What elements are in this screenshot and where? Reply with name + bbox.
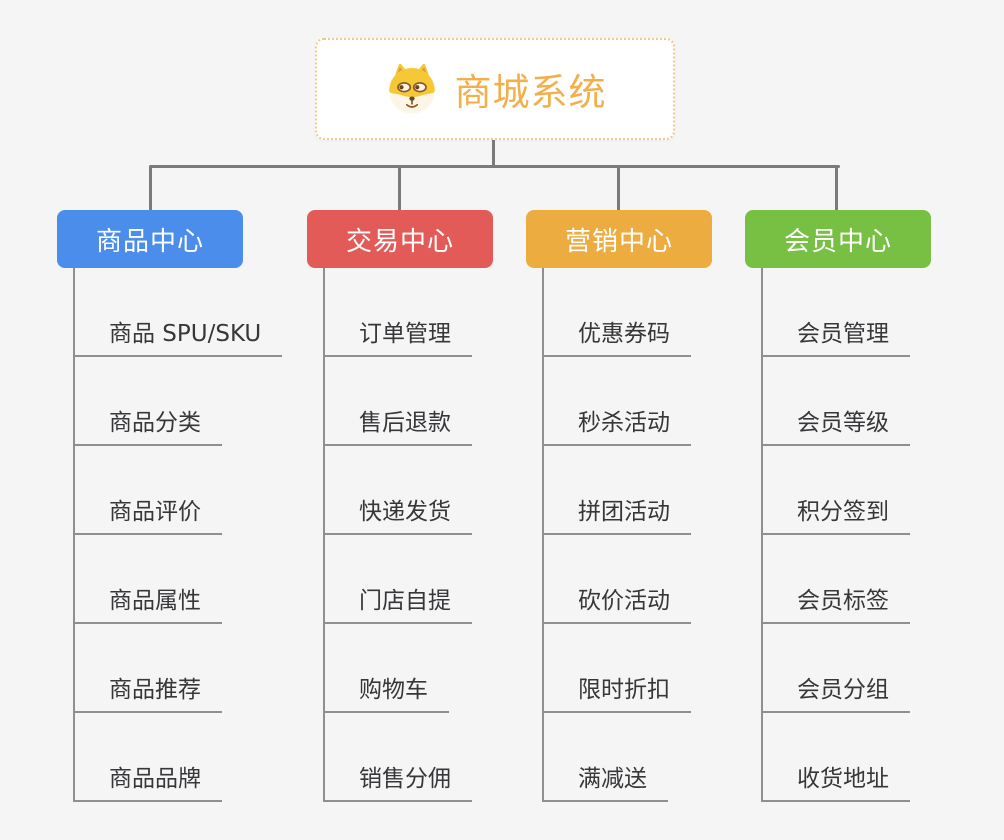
leaf-item[interactable]: 销售分佣 <box>325 713 472 802</box>
leaf-item[interactable]: 快递发货 <box>325 446 472 535</box>
branch-header-trade-center[interactable]: 交易中心 <box>307 210 493 268</box>
leaf-item[interactable]: 商品推荐 <box>75 624 222 713</box>
leaf-item[interactable]: 商品分类 <box>75 357 222 446</box>
branch-header-product-center[interactable]: 商品中心 <box>57 210 243 268</box>
branch-marketing-center: 营销中心 优惠券码秒杀活动拼团活动砍价活动限时折扣满减送 <box>526 210 712 802</box>
root-title: 商城系统 <box>454 71 607 114</box>
leaf-item[interactable]: 拼团活动 <box>544 446 691 535</box>
branch-trade-center: 交易中心 订单管理售后退款快递发货门店自提购物车销售分佣 <box>307 210 493 802</box>
branch-children: 会员管理会员等级积分签到会员标签会员分组收货地址 <box>761 268 910 802</box>
branch-header-member-center[interactable]: 会员中心 <box>745 210 931 268</box>
connector-drop <box>398 166 401 210</box>
branch-children: 优惠券码秒杀活动拼团活动砍价活动限时折扣满减送 <box>542 268 691 802</box>
branch-header-marketing-center[interactable]: 营销中心 <box>526 210 712 268</box>
leaf-item[interactable]: 收货地址 <box>763 713 910 802</box>
leaf-item[interactable]: 会员标签 <box>763 535 910 624</box>
leaf-item[interactable]: 门店自提 <box>325 535 472 624</box>
dog-face-icon <box>384 61 440 117</box>
leaf-item[interactable]: 满减送 <box>544 713 668 802</box>
branch-member-center: 会员中心 会员管理会员等级积分签到会员标签会员分组收货地址 <box>745 210 931 802</box>
connector-drop <box>835 166 838 210</box>
connector-root-drop <box>492 140 495 167</box>
leaf-item[interactable]: 限时折扣 <box>544 624 691 713</box>
leaf-item[interactable]: 秒杀活动 <box>544 357 691 446</box>
connector-drop <box>149 166 152 210</box>
leaf-item[interactable]: 商品属性 <box>75 535 222 624</box>
leaf-item[interactable]: 会员管理 <box>763 268 910 357</box>
branch-children: 订单管理售后退款快递发货门店自提购物车销售分佣 <box>323 268 472 802</box>
leaf-item[interactable]: 会员分组 <box>763 624 910 713</box>
leaf-item[interactable]: 售后退款 <box>325 357 472 446</box>
leaf-item[interactable]: 订单管理 <box>325 268 472 357</box>
leaf-item[interactable]: 砍价活动 <box>544 535 691 624</box>
leaf-item[interactable]: 购物车 <box>325 624 449 713</box>
leaf-item[interactable]: 商品 SPU/SKU <box>75 268 283 357</box>
leaf-item[interactable]: 商品品牌 <box>75 713 222 802</box>
leaf-item[interactable]: 商品评价 <box>75 446 222 535</box>
connector-drop <box>617 166 620 210</box>
leaf-item[interactable]: 积分签到 <box>763 446 910 535</box>
leaf-item[interactable]: 会员等级 <box>763 357 910 446</box>
root-node[interactable]: 商城系统 <box>315 38 675 140</box>
connector-bus <box>149 165 840 168</box>
leaf-item[interactable]: 优惠券码 <box>544 268 691 357</box>
